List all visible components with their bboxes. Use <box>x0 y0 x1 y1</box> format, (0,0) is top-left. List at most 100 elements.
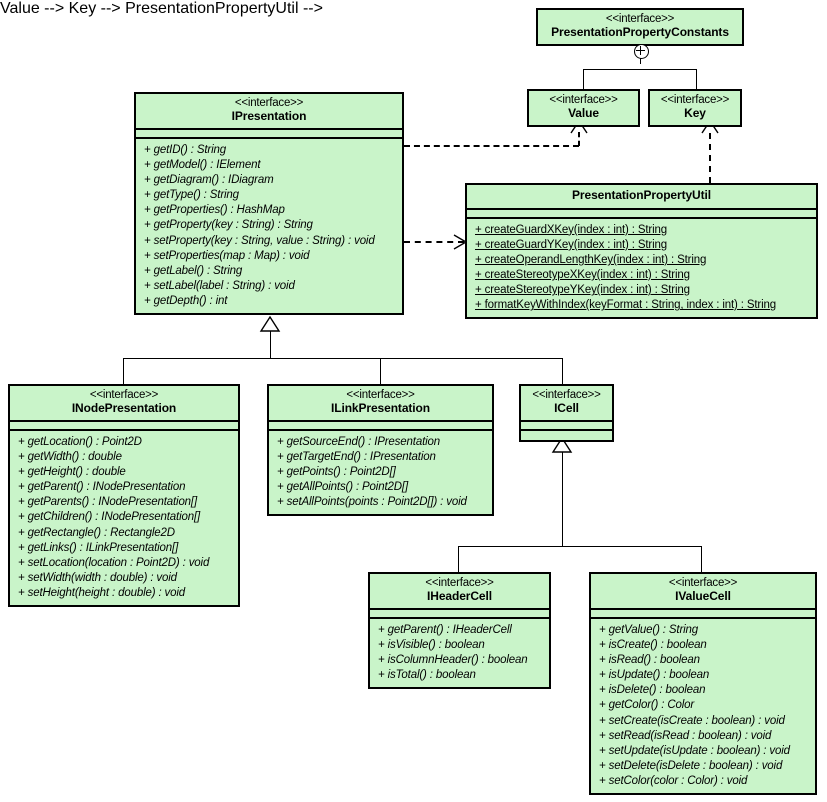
class-header-value: <<interface>> Value <box>529 91 638 125</box>
class-box-ilinkpresentation[interactable]: <<interface>> ILinkPresentation + getSou… <box>267 384 494 517</box>
operation-row: + getProperties() : HashMap <box>144 204 285 217</box>
class-header-ilinkpresentation: <<interface>> ILinkPresentation <box>269 386 492 420</box>
generalization-triangle-icell-icon <box>551 436 573 453</box>
generalization-drop-icell <box>562 358 563 384</box>
class-header-icell: <<interface>> ICell <box>521 386 612 420</box>
class-operations-compartment: + getSourceEnd() : IPresentation + getTa… <box>269 429 492 514</box>
class-stereotype: <<interface>> <box>605 13 675 25</box>
operation-row: + isUpdate() : boolean <box>599 669 710 682</box>
operation-row: + isRead() : boolean <box>599 654 700 667</box>
operation-row: + getDepth() : int <box>144 294 228 307</box>
realization-ipresentation-value-horizontal <box>404 145 579 147</box>
class-name: INodePresentation <box>71 401 177 416</box>
class-stereotype: <<interface>> <box>346 389 415 401</box>
operation-row: + getParents() : INodePresentation[] <box>18 496 198 509</box>
operation-row: + getModel() : IElement <box>144 159 261 172</box>
operation-row: + setLabel(label : String) : void <box>144 279 295 292</box>
class-header-iheadercell: <<interface>> IHeaderCell <box>370 574 549 608</box>
operation-row: + createStereotypeYKey(index : int) : St… <box>475 284 690 297</box>
operation-row: + createStereotypeXKey(index : int) : St… <box>475 269 690 282</box>
operation-row: + createGuardXKey(index : int) : String <box>475 223 667 236</box>
class-box-inodepresentation[interactable]: <<interface>> INodePresentation + getLoc… <box>8 384 240 608</box>
operation-row: + isDelete() : boolean <box>599 684 706 697</box>
operation-row: + setRead(isRead : boolean) : void <box>599 729 772 742</box>
class-attributes-compartment <box>136 128 402 137</box>
operation-row: + getLocation() : Point2D <box>18 436 142 449</box>
operation-row: + setProperty(key : String, value : Stri… <box>144 234 375 247</box>
class-attributes-compartment <box>370 608 549 617</box>
class-box-icell[interactable]: <<interface>> ICell <box>519 384 614 443</box>
class-attributes-compartment <box>10 420 238 429</box>
operation-row: + isVisible() : boolean <box>378 639 485 652</box>
class-name: ILinkPresentation <box>331 401 430 416</box>
operation-row: + setAllPoints(points : Point2D[]) : voi… <box>277 496 467 509</box>
class-box-presentationpropertyconstants[interactable]: <<interface>> PresentationPropertyConsta… <box>536 8 744 47</box>
operation-row: + setHeight(height : double) : void <box>18 586 186 599</box>
operation-row: + setProperties(map : Map) : void <box>144 249 310 262</box>
operation-row: + getLabel() : String <box>144 264 243 277</box>
class-attributes-compartment <box>269 420 492 429</box>
class-name: PresentationPropertyConstants <box>551 25 729 40</box>
operation-row: + getDiagram() : IDiagram <box>144 174 274 187</box>
class-box-ivaluecell[interactable]: <<interface>> IValueCell + getValue() : … <box>589 572 817 796</box>
operation-row: + getWidth() : double <box>18 451 122 464</box>
operation-row: + createOperandLengthKey(index : int) : … <box>475 253 707 266</box>
class-operations-compartment: + getValue() : String + isCreate() : boo… <box>591 617 815 793</box>
class-header-presentationpropertyconstants: <<interface>> PresentationPropertyConsta… <box>538 10 742 44</box>
operation-row: + getParent() : IHeaderCell <box>378 624 512 637</box>
generalization-drop-ivaluecell <box>701 546 702 572</box>
class-box-presentationpropertyutil[interactable]: PresentationPropertyUtil + createGuardXK… <box>465 183 818 320</box>
class-stereotype: <<interface>> <box>89 389 159 401</box>
operation-row: + getHeight() : double <box>18 466 126 479</box>
class-header-inodepresentation: <<interface>> INodePresentation <box>10 386 238 420</box>
operation-row: + getParent() : INodePresentation <box>18 481 186 494</box>
class-box-ipresentation[interactable]: <<interface>> IPresentation + getID() : … <box>134 92 404 316</box>
class-stereotype: <<interface>> <box>660 94 730 106</box>
class-name: PresentationPropertyUtil <box>572 188 711 202</box>
class-attributes-compartment <box>591 608 815 617</box>
operation-row: + getSourceEnd() : IPresentation <box>277 436 441 449</box>
class-stereotype: <<interface>> <box>532 389 601 401</box>
generalization-drop-inodepresentation <box>123 358 124 384</box>
class-name: IHeaderCell <box>427 589 492 604</box>
operation-row: + getColor() : Color <box>599 699 695 712</box>
generalization-bus-icell <box>458 546 702 547</box>
class-attributes-compartment <box>521 420 612 429</box>
class-box-key[interactable]: <<interface>> Key <box>648 89 742 128</box>
operation-row: + setCreate(isCreate : boolean) : void <box>599 714 785 727</box>
class-name: IPresentation <box>231 109 307 124</box>
operation-row: + getID() : String <box>144 144 226 157</box>
class-header-key: <<interface>> Key <box>650 91 740 125</box>
containment-drop-key <box>696 69 697 89</box>
class-stereotype: <<interface>> <box>425 577 494 589</box>
operation-row: + getTargetEnd() : IPresentation <box>277 451 436 464</box>
class-box-iheadercell[interactable]: <<interface>> IHeaderCell + getParent() … <box>368 572 551 690</box>
generalization-drop-iheadercell <box>458 546 459 572</box>
containment-bus-constants <box>583 69 697 70</box>
class-operations-compartment: + getParent() : IHeaderCell + isVisible(… <box>370 617 549 687</box>
class-name: IValueCell <box>675 589 731 604</box>
operation-row: + createGuardYKey(index : int) : String <box>475 238 667 251</box>
operation-row: + formatKeyWithIndex(keyFormat : String,… <box>475 299 776 312</box>
operation-row: + setDelete(isDelete : boolean) : void <box>599 759 783 772</box>
dependency-ipresentation-util-line <box>404 241 464 243</box>
class-operations-compartment: + getID() : String + getModel() : IEleme… <box>136 137 402 313</box>
class-attributes-compartment <box>467 207 816 217</box>
class-stereotype: <<interface>> <box>234 97 304 109</box>
generalization-drop-ilinkpresentation <box>380 358 381 384</box>
containment-drop-value <box>583 69 584 89</box>
operation-row: + setUpdate(isUpdate : boolean) : void <box>599 744 790 757</box>
operation-row: + isCreate() : boolean <box>599 639 707 652</box>
class-operations-compartment: + createGuardXKey(index : int) : String … <box>467 216 816 318</box>
operation-row: + getProperty(key : String) : String <box>144 219 313 232</box>
class-box-value[interactable]: <<interface>> Value <box>527 89 640 128</box>
containment-circle-plus-icon <box>634 44 649 59</box>
generalization-bus-ipresentation <box>123 358 563 359</box>
class-operations-compartment: + getLocation() : Point2D + getWidth() :… <box>10 429 238 605</box>
operation-row: + isTotal() : boolean <box>378 669 476 682</box>
operation-row: + getRectangle() : Rectangle2D <box>18 526 175 539</box>
operation-row: + getType() : String <box>144 189 239 202</box>
operation-row: + getAllPoints() : Point2D[] <box>277 481 408 494</box>
operation-row: + getPoints() : Point2D[] <box>277 466 396 479</box>
class-name: Value <box>568 106 599 121</box>
